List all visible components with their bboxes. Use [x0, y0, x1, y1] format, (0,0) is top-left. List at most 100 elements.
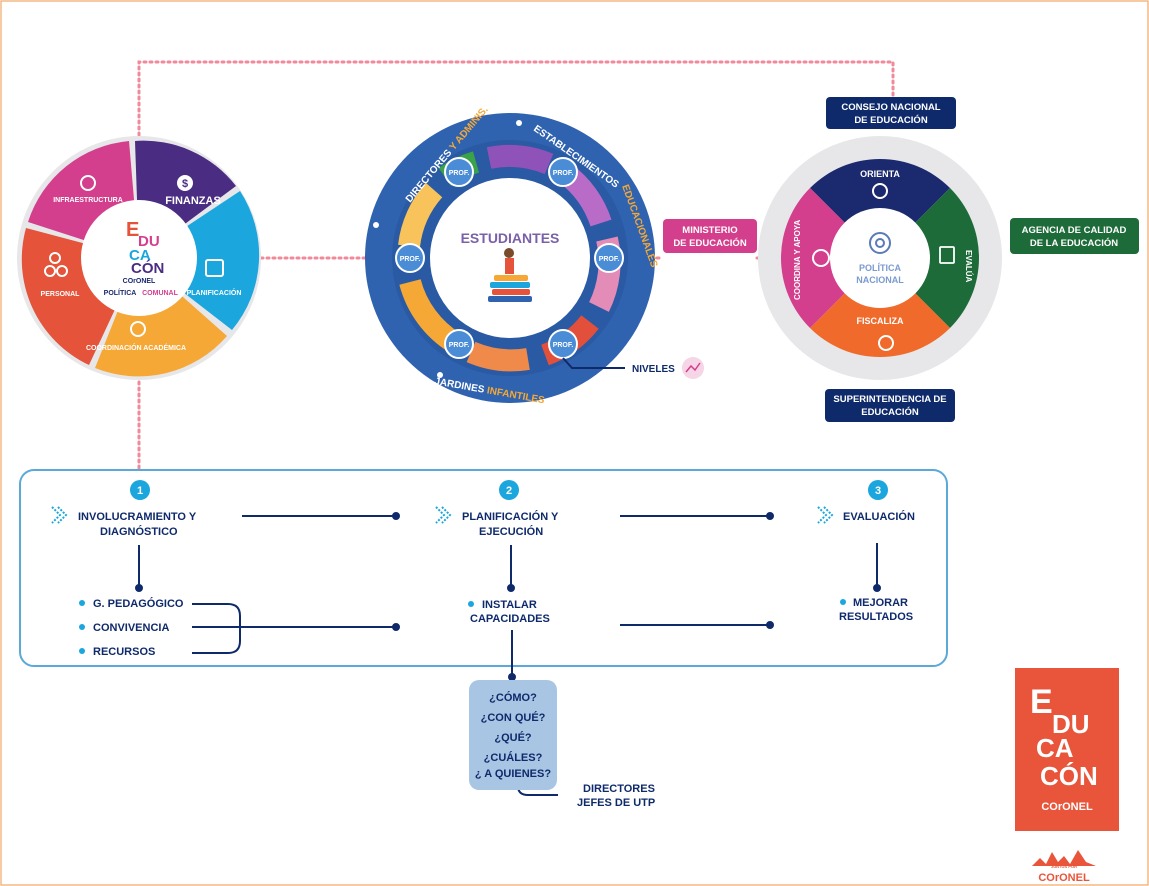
step-badges: 1 2 3 [130, 480, 888, 500]
ministerio-box [663, 219, 757, 253]
chevron-right-icon [57, 506, 68, 524]
svg-text:CÓN: CÓN [131, 259, 164, 277]
coronel-skyline-logo [1032, 850, 1096, 866]
network-icon [130, 321, 146, 337]
left-logo-text: COrONEL [123, 278, 156, 285]
sub2-line1: INSTALAR [482, 599, 537, 611]
center-wheel: ESTUDIANTES DIRECTORES Y ADMINIS. ESTABL… [365, 104, 704, 406]
prof-label: PROF. [449, 342, 470, 349]
superintendencia-box [825, 389, 955, 422]
svg-text:E: E [1030, 683, 1053, 721]
svg-text:$: $ [182, 178, 188, 190]
label-evalua: EVALÚA [964, 250, 973, 283]
question-item: ¿CUÁLES? [484, 751, 543, 764]
agencia-line2: DE LA EDUCACIÓN [1030, 237, 1118, 249]
label-finanzas: FINANZAS [165, 195, 221, 207]
svg-text:CA: CA [129, 247, 151, 264]
label-infraestructura: INFRAESTRUCTURA [53, 197, 123, 204]
eye-icon [878, 335, 894, 351]
step1-line1: INVOLUCRAMIENTO Y [78, 511, 197, 523]
consejo-box [826, 97, 956, 129]
svg-text:E: E [126, 219, 139, 241]
process-panel [19, 469, 948, 667]
sub2-line2: CAPACIDADES [470, 613, 550, 625]
questions-box [469, 680, 557, 790]
brand-logo-text: COrONEL [1041, 801, 1093, 813]
prof-label: PROF. [449, 170, 470, 177]
chevron-right-icon [817, 506, 828, 524]
step2-number: 2 [506, 485, 512, 497]
label-fiscaliza: FISCALIZA [857, 316, 904, 326]
svg-text:DU: DU [1052, 709, 1090, 739]
superintendencia-line2: EDUCACIÓN [861, 406, 919, 418]
prof-label: PROF. [553, 170, 574, 177]
prof-nodes: PROF. PROF. PROF. PROF. PROF. PROF. [395, 157, 624, 359]
target-icon [869, 232, 891, 254]
right-wheel: POLÍTICA NACIONAL ORIENTA EVALÚA FISCALI… [758, 136, 1002, 380]
consejo-line1: CONSEJO NACIONAL [841, 102, 940, 113]
right-center-a: POLÍTICA [859, 263, 901, 273]
niveles-label: NIVELES [632, 364, 675, 375]
handshake-icon [812, 249, 830, 267]
directores-line1: DIRECTORES [583, 783, 655, 795]
ministerio-line2: DE EDUCACIÓN [673, 237, 747, 249]
step1-number: 1 [137, 485, 143, 497]
ministerio-line1: MINISTERIO [682, 225, 737, 236]
question-item: ¿CON QUÉ? [481, 711, 546, 724]
sub-bullets [79, 599, 846, 654]
left-subtitle-a: POLÍTICA [104, 288, 137, 297]
question-item: ¿CÓMO? [489, 691, 537, 704]
process-connectors [135, 512, 881, 796]
agencia-box [1010, 218, 1139, 254]
right-wheel-hub [830, 208, 930, 308]
books-illustration [488, 248, 532, 302]
prof-label: PROF. [400, 256, 421, 263]
left-wheel-hub [81, 200, 197, 316]
chevron-right-icon [51, 506, 62, 524]
chevron-right-icon [823, 506, 834, 524]
step2-line2: EJECUCIÓN [479, 525, 543, 538]
prof-label: PROF. [553, 342, 574, 349]
label-coordinacion: COORDINACIÓN ACADÉMICA [86, 343, 186, 352]
sub1-item: G. PEDAGÓGICO [93, 597, 184, 610]
chevron-right-icon [435, 506, 446, 524]
consejo-line2: DE EDUCACIÓN [854, 114, 928, 126]
gear-icon [80, 175, 96, 191]
right-center-b: NACIONAL [856, 275, 904, 285]
prof-label: PROF. [599, 256, 620, 263]
brand-small-top: JUNTOS POR [1051, 864, 1077, 869]
svg-text:DU: DU [138, 233, 160, 250]
label-planificacion: PLANIFICACIÓN [187, 288, 242, 297]
chat-icon [872, 183, 888, 199]
segment-planificacion [139, 191, 260, 330]
step1-line2: DIAGNÓSTICO [100, 525, 178, 538]
superintendencia-line1: SUPERINTENDENCIA DE [833, 394, 946, 405]
clipboard-icon [939, 246, 955, 264]
sub1-item: CONVIVENCIA [93, 622, 169, 634]
label-orienta: ORIENTA [860, 169, 900, 179]
agencia-line1: AGENCIA DE CALIDAD [1022, 225, 1127, 236]
people-icon [49, 252, 61, 264]
sub3-line2: RESULTADOS [839, 611, 913, 623]
question-item: ¿QUÉ? [494, 731, 532, 744]
svg-text:CA: CA [1036, 733, 1074, 763]
calendar-icon [205, 259, 224, 277]
left-subtitle-b: COMUNAL [142, 290, 178, 297]
left-wheel: $ FINANZAS PLANIFICACIÓN COORDINACIÓN AC… [17, 136, 261, 380]
educacion-logo-small: E DU CA CÓN [126, 219, 164, 277]
step3-number: 3 [875, 485, 881, 497]
chevron-icons [51, 506, 834, 524]
question-item: ¿ A QUIENES? [475, 768, 551, 780]
brand-small-name: COrONEL [1038, 872, 1090, 884]
directores-line2: JEFES DE UTP [577, 797, 655, 809]
label-personal: PERSONAL [41, 291, 81, 298]
dollar-icon [177, 175, 193, 191]
educacion-coronel-logo: E DU CA CÓN [1015, 668, 1119, 831]
sub3-line1: MEJORAR [853, 597, 908, 609]
step2-line1: PLANIFICACIÓN Y [462, 510, 559, 523]
sub1-item: RECURSOS [93, 646, 155, 658]
students-title: ESTUDIANTES [461, 230, 560, 246]
step3-line1: EVALUACIÓN [843, 510, 915, 523]
